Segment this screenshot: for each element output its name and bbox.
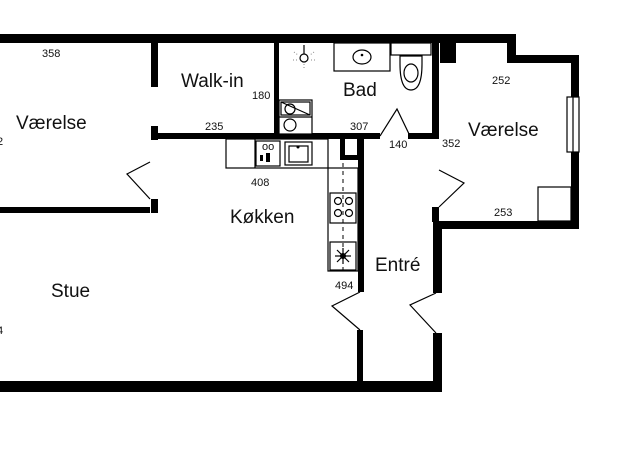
walls <box>0 34 579 392</box>
wall-bedroom-west-upper <box>432 43 439 138</box>
dim-352: 352 <box>442 138 460 150</box>
dim-253: 253 <box>494 207 512 219</box>
label-vaerelse-right: Værelse <box>468 120 539 141</box>
wall-top-right-step <box>507 34 516 59</box>
label-bad: Bad <box>343 80 377 101</box>
wall-bath-pillar-inner <box>444 43 452 59</box>
wall-mid-horizontal-left <box>157 133 380 139</box>
wall-walkin-left-lower <box>151 126 158 140</box>
bath-fixtures <box>278 42 432 135</box>
wall-top <box>0 34 515 43</box>
wall-right-lower <box>571 152 579 229</box>
kitchen-counter-top <box>225 138 329 169</box>
wall-walkin-left-upper <box>151 43 158 87</box>
door-entre-left <box>330 291 361 331</box>
dim-358: 358 <box>42 48 60 60</box>
doors <box>126 107 466 334</box>
label-entre: Entré <box>375 255 420 276</box>
wall-entre-left-upper <box>358 139 364 292</box>
door-vaerelse-left <box>126 161 151 200</box>
dim-edge-left-bottom: 4 <box>0 325 3 337</box>
wall-right-bottom <box>436 221 579 229</box>
dimension-labels: 358 180 235 307 140 352 252 253 408 494 … <box>0 48 512 337</box>
label-vaerelse-left: Værelse <box>16 113 87 134</box>
svg-text:oo: oo <box>262 141 274 153</box>
label-walkin: Walk-in <box>181 71 244 92</box>
dim-edge-left-top: 2 <box>0 136 3 148</box>
wall-entre-right-upper <box>433 221 442 293</box>
wall-bedroom-west-lower <box>432 207 439 222</box>
wall-walkin-bath <box>274 43 279 138</box>
fridge-icon <box>329 241 357 271</box>
washer-icon <box>278 99 313 135</box>
dim-235: 235 <box>205 121 223 133</box>
sink-icon <box>333 42 391 72</box>
stove-icon <box>329 192 357 224</box>
label-stue: Stue <box>51 281 90 302</box>
closet-vaerelse-right <box>537 186 572 222</box>
wall-shaft-inner <box>345 139 357 155</box>
wall-mid-horizontal-right <box>408 133 439 139</box>
wall-bottom <box>0 381 442 392</box>
door-entre-right <box>408 292 437 334</box>
toilet-icon <box>390 42 432 91</box>
wall-vaerelse-left-bottom <box>0 207 150 213</box>
wall-entre-left-lower <box>357 330 363 385</box>
wall-top-right <box>507 55 579 63</box>
dim-140: 140 <box>389 139 407 151</box>
dim-180: 180 <box>252 90 270 102</box>
wall-entre-right-lower <box>433 333 442 392</box>
dim-408: 408 <box>251 177 269 189</box>
dim-494: 494 <box>335 280 353 292</box>
wall-right-upper <box>571 55 579 97</box>
room-labels: Værelse Walk-in Bad Værelse Køkken Entré… <box>16 71 539 302</box>
dishwasher-icon: oo <box>255 140 281 167</box>
shower-icon <box>293 45 315 69</box>
dim-252: 252 <box>492 75 510 87</box>
label-kokken: Køkken <box>230 207 294 228</box>
wall-vaerelse-left-stub <box>151 199 158 213</box>
door-vaerelse-right <box>438 169 466 208</box>
door-bad <box>379 107 411 137</box>
kitchen-fixtures: oo <box>225 138 359 272</box>
kitchen-sink-icon <box>284 141 313 166</box>
window-right <box>566 96 580 153</box>
dim-307: 307 <box>350 121 368 133</box>
